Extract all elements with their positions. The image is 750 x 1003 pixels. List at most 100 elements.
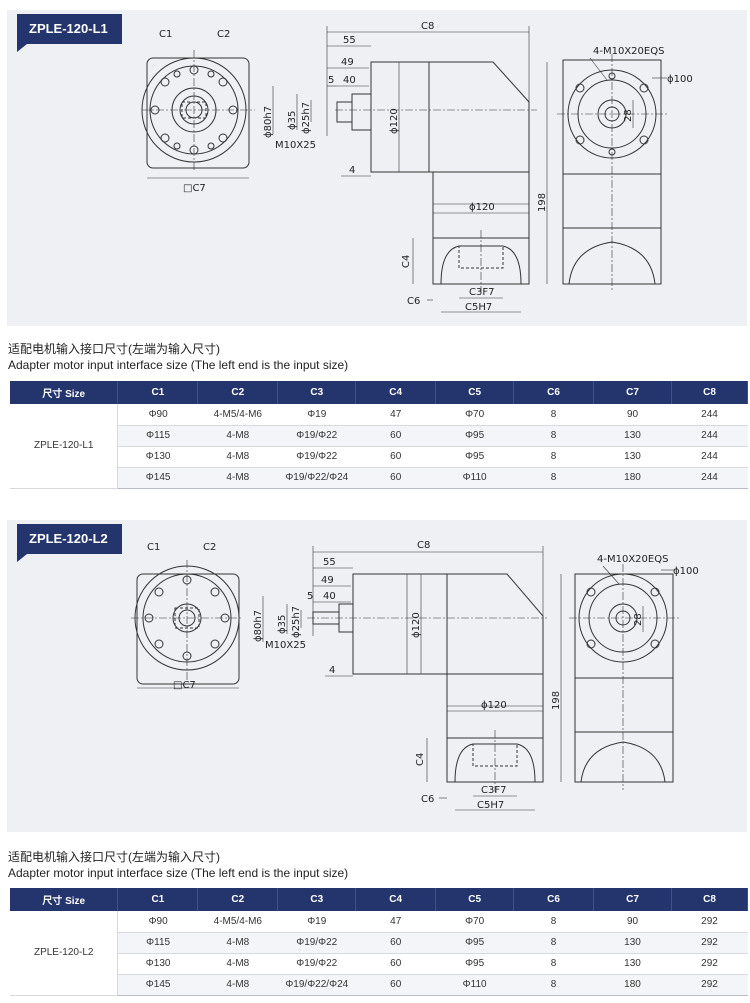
table-cell: 60 <box>355 953 436 975</box>
header-c7: C7 <box>593 888 672 911</box>
table-cell: 4-M8 <box>197 425 278 447</box>
table-cell: Φ19/Φ22 <box>277 953 356 975</box>
label-c4: C4 <box>415 753 426 766</box>
label-phi35: ϕ35 <box>277 615 288 634</box>
table-cell: Φ90 <box>117 911 198 933</box>
table-cell: 292 <box>671 911 748 933</box>
label-c8: C8 <box>417 540 430 551</box>
table-header-row: 尺寸 Size C1 C2 C3 C4 C5 C6 C7 C8 <box>10 888 749 911</box>
table-cell: Φ19 <box>277 911 356 933</box>
model-title-l2: ZPLE-120-L2 <box>17 524 122 562</box>
table-cell: 4-M8 <box>197 467 278 489</box>
table-cell: Φ110 <box>435 974 514 996</box>
table-cell: 8 <box>513 911 594 933</box>
table-cell: Φ19/Φ22/Φ24 <box>277 974 356 996</box>
table-row: Φ130 4-M8 Φ19/Φ22 60 Φ95 8 130 292 <box>10 953 748 975</box>
table-cell: 4-M8 <box>197 446 278 468</box>
table-cell: 8 <box>513 974 594 996</box>
label-bolts: 4-M10X20EQS <box>593 46 664 57</box>
table-cell: 244 <box>671 425 748 447</box>
header-c6: C6 <box>513 381 595 404</box>
label-5: 5 <box>307 591 313 602</box>
label-49: 49 <box>341 57 354 68</box>
table-cell: Φ130 <box>117 953 198 975</box>
label-c7: □C7 <box>183 183 206 194</box>
table-cell: 90 <box>593 404 672 426</box>
table-cell: Φ95 <box>435 446 514 468</box>
table-cell: 60 <box>355 974 436 996</box>
table-cell: 130 <box>593 953 672 975</box>
table-row: ZPLE-120-L2 Φ90 4-M5/4-M6 Φ19 47 Φ70 8 9… <box>10 911 748 996</box>
caption-l2: 适配电机输入接口尺寸(左端为输入尺寸) Adapter motor input … <box>8 849 348 881</box>
table-cell: 244 <box>671 446 748 468</box>
label-198: 198 <box>537 193 548 212</box>
table-cell: Φ90 <box>117 404 198 426</box>
label-28: 28 <box>623 109 634 122</box>
drawing-panel-l2: ZPLE-120-L2 <box>7 520 747 832</box>
table-cell: 8 <box>513 446 594 468</box>
header-c3: C3 <box>277 888 357 911</box>
table-cell: Φ19 <box>277 404 356 426</box>
table-row: Φ145 4-M8 Φ19/Φ22/Φ24 60 Φ110 8 180 244 <box>10 467 748 489</box>
label-198: 198 <box>551 691 562 710</box>
label-c2: C2 <box>217 29 230 40</box>
label-phi100: ϕ100 <box>667 74 693 85</box>
header-c6: C6 <box>513 888 595 911</box>
label-c2: C2 <box>203 542 216 553</box>
size-cell: ZPLE-120-L1 <box>10 404 119 489</box>
table-cell: 47 <box>355 404 436 426</box>
label-bolts: 4-M10X20EQS <box>597 554 668 565</box>
label-c1: C1 <box>159 29 172 40</box>
label-4: 4 <box>329 665 335 676</box>
table-cell: 180 <box>593 467 672 489</box>
label-phi25: ϕ25h7 <box>301 102 312 134</box>
header-c7: C7 <box>593 381 672 404</box>
label-40: 40 <box>343 75 356 86</box>
label-4: 4 <box>349 165 355 176</box>
header-c2: C2 <box>197 381 279 404</box>
caption-en: Adapter motor input interface size (The … <box>8 358 349 372</box>
caption-l1: 适配电机输入接口尺寸(左端为输入尺寸) Adapter motor input … <box>8 341 348 373</box>
drawing-panel-l1: ZPLE-120-L1 <box>7 10 747 326</box>
table-cell: Φ110 <box>435 467 514 489</box>
label-phi100: ϕ100 <box>673 566 699 577</box>
table-cell: 60 <box>355 932 436 954</box>
table-cell: 60 <box>355 467 436 489</box>
table-cell: 130 <box>593 425 672 447</box>
table-cell: 180 <box>593 974 672 996</box>
label-c5: C5H7 <box>465 302 492 313</box>
table-cell: 8 <box>513 404 594 426</box>
table-cell: 130 <box>593 446 672 468</box>
table-cell: 4-M8 <box>197 932 278 954</box>
table-cell: Φ19/Φ22/Φ24 <box>277 467 356 489</box>
label-m10: M10X25 <box>275 140 316 151</box>
table-cell: Φ115 <box>117 932 198 954</box>
table-cell: Φ145 <box>117 974 198 996</box>
header-c3: C3 <box>277 381 357 404</box>
table-cell: 292 <box>671 932 748 954</box>
model-title-l1: ZPLE-120-L1 <box>17 14 122 52</box>
table-cell: 244 <box>671 467 748 489</box>
header-c2: C2 <box>197 888 279 911</box>
table-cell: Φ70 <box>435 911 514 933</box>
label-phi120-bottom: ϕ120 <box>481 700 507 711</box>
header-c1: C1 <box>117 381 199 404</box>
label-c7: □C7 <box>173 680 196 691</box>
label-c3: C3F7 <box>469 287 494 298</box>
header-c4: C4 <box>355 888 437 911</box>
table-cell: 90 <box>593 911 672 933</box>
header-c5: C5 <box>435 888 515 911</box>
label-c3: C3F7 <box>481 785 506 796</box>
label-c5: C5H7 <box>477 800 504 811</box>
table-cell: 4-M5/4-M6 <box>197 404 278 426</box>
table-cell: Φ19/Φ22 <box>277 932 356 954</box>
label-phi25: ϕ25h7 <box>291 606 302 638</box>
table-cell: 130 <box>593 932 672 954</box>
table-cell: 60 <box>355 446 436 468</box>
table-cell: 60 <box>355 425 436 447</box>
table-cell: 8 <box>513 467 594 489</box>
label-55: 55 <box>323 557 336 568</box>
table-cell: Φ19/Φ22 <box>277 446 356 468</box>
table-cell: 8 <box>513 953 594 975</box>
table-row: Φ130 4-M8 Φ19/Φ22 60 Φ95 8 130 244 <box>10 446 748 468</box>
